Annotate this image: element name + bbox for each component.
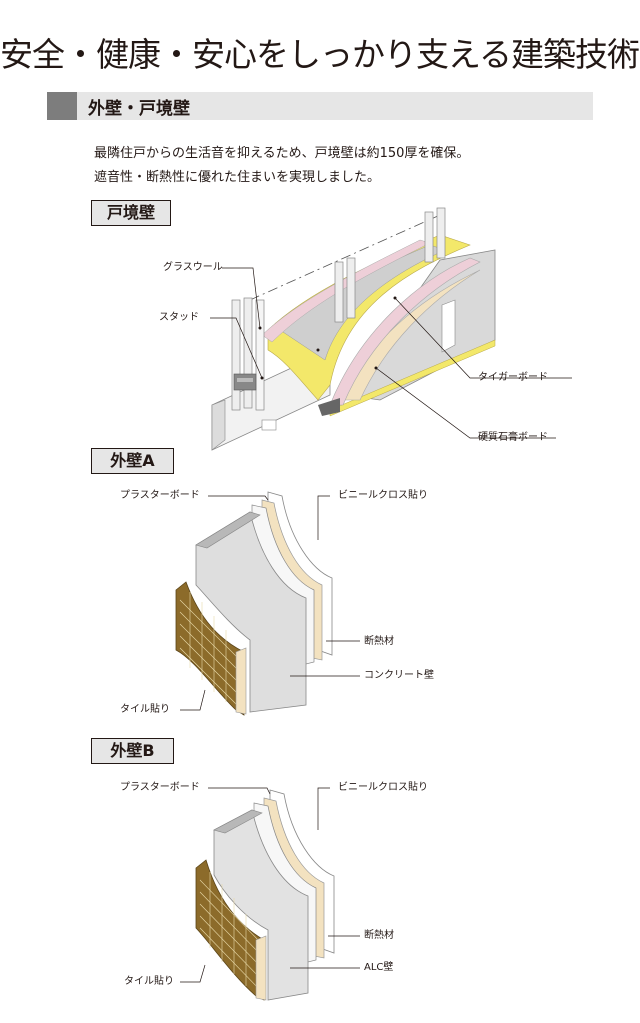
intro-text: 最隣住戸からの生活音を抑えるため、戸境壁は約150厚を確保。 遮音性・断熱性に優… xyxy=(94,142,469,190)
label-alc-wall: ALC壁 xyxy=(364,962,394,973)
figure-title-exterior-wall-a: 外壁A xyxy=(91,448,174,474)
label-plaster-board-a: プラスターボード xyxy=(120,490,200,501)
label-hard-gypsum-board: 硬質石膏ボード xyxy=(478,432,548,443)
page-title: 安全・健康・安心をしっかり支える建築技術。 xyxy=(0,35,640,74)
label-vinyl-cloth-b: ビニールクロス貼り xyxy=(338,782,428,793)
label-tile-a: タイル貼り xyxy=(120,704,170,715)
label-glass-wool: グラスウール xyxy=(163,262,223,273)
tile-panel-a xyxy=(175,581,247,716)
partition-wall-diagram xyxy=(210,207,572,451)
label-vinyl-cloth-a: ビニールクロス貼り xyxy=(338,490,428,501)
intro-line-2: 遮音性・断熱性に優れた住まいを実現しました。 xyxy=(94,170,381,185)
label-tiger-board: タイガーボード xyxy=(478,372,548,383)
exterior-wall-a-diagram xyxy=(175,491,360,716)
label-insulation-a: 断熱材 xyxy=(364,636,394,647)
label-insulation-b: 断熱材 xyxy=(364,930,394,941)
exterior-wall-b-diagram xyxy=(180,787,360,1001)
section-label: 外壁・戸境壁 xyxy=(88,99,190,119)
tile-panel-b xyxy=(195,859,267,1001)
label-plaster-board-b: プラスターボード xyxy=(120,782,200,793)
label-stud: スタッド xyxy=(159,312,199,323)
figure-title-partition-wall: 戸境壁 xyxy=(91,200,171,226)
label-tile-b: タイル貼り xyxy=(124,976,174,987)
section-header: 外壁・戸境壁 xyxy=(47,92,593,120)
figure-title-exterior-wall-b: 外壁B xyxy=(91,738,174,764)
section-marker xyxy=(47,92,77,120)
label-concrete-wall: コンクリート壁 xyxy=(364,670,434,681)
intro-line-1: 最隣住戸からの生活音を抑えるため、戸境壁は約150厚を確保。 xyxy=(94,146,470,161)
